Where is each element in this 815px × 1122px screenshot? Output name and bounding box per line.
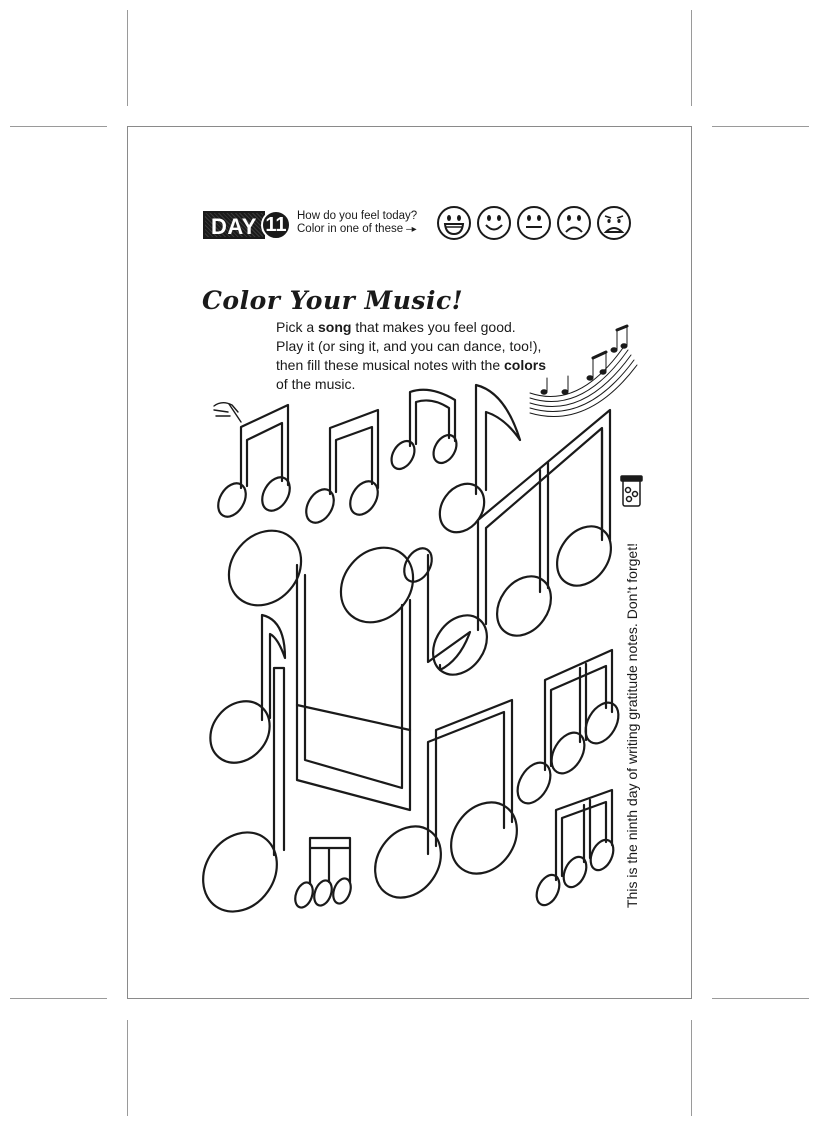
arrow-right-icon: –▸	[406, 224, 417, 235]
pencil-hand-icon	[213, 402, 242, 423]
music-staff-decoration-icon	[529, 324, 638, 417]
triplet-notes[interactable]	[532, 788, 618, 909]
large-beamed-notes[interactable]	[362, 698, 531, 910]
gratitude-jar-icon	[620, 475, 643, 507]
crop-mark	[127, 10, 128, 106]
large-beamed-notes[interactable]	[214, 516, 428, 812]
page-frame	[127, 126, 692, 999]
mood-faces	[436, 205, 632, 241]
sad-face-icon[interactable]	[556, 205, 592, 241]
triplet-notes[interactable]	[511, 648, 625, 809]
crop-mark	[691, 1020, 692, 1116]
large-beamed-notes[interactable]	[422, 408, 622, 685]
crop-mark	[712, 998, 809, 999]
neutral-face-icon[interactable]	[516, 205, 552, 241]
eighth-notes-pair[interactable]	[301, 408, 384, 528]
crop-mark	[712, 126, 809, 127]
eighth-notes-pair[interactable]	[213, 403, 296, 522]
feel-instruction: Color in one of these	[297, 223, 404, 235]
crop-mark	[127, 1020, 128, 1116]
feel-prompt: How do you feel today? Color in one of t…	[297, 210, 417, 236]
activity-instructions: Pick a song that makes you feel good. Pl…	[276, 319, 547, 392]
triplet-notes[interactable]	[292, 836, 354, 910]
smiling-face-icon[interactable]	[476, 205, 512, 241]
quarter-note[interactable]	[188, 666, 292, 926]
eighth-note[interactable]	[198, 613, 287, 775]
crop-mark	[10, 998, 107, 999]
eighth-notes-pair[interactable]	[387, 388, 461, 473]
eighth-note[interactable]	[399, 543, 472, 672]
gratitude-reminder: This is the ninth day of writing gratitu…	[624, 543, 640, 908]
upset-face-icon[interactable]	[596, 205, 632, 241]
crop-mark	[10, 126, 107, 127]
day-label: DAY	[203, 211, 265, 239]
grinning-face-icon[interactable]	[436, 205, 472, 241]
day-badge: DAY 11	[203, 210, 291, 240]
crop-mark	[691, 10, 692, 106]
feel-question: How do you feel today?	[297, 210, 418, 222]
activity-title: Color Your Music!	[202, 286, 464, 315]
day-number: 11	[260, 210, 291, 240]
